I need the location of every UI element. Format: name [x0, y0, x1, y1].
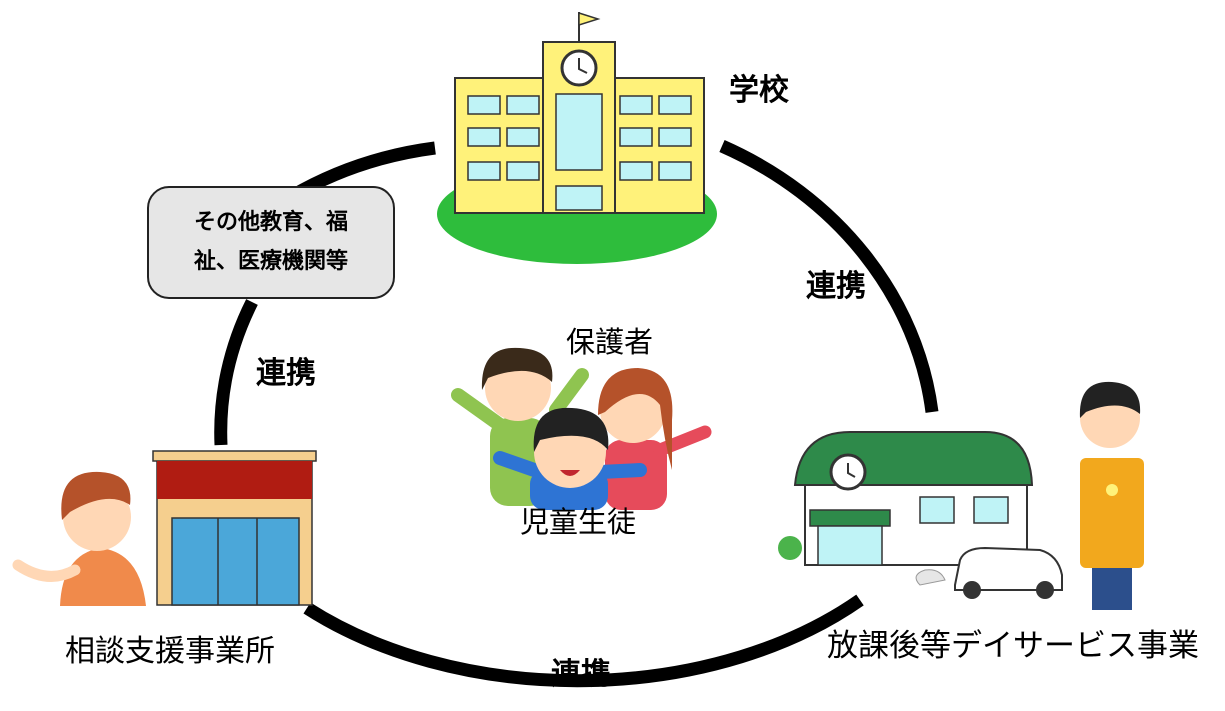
staff-arm — [12, 559, 81, 582]
school-label: 学校 — [729, 73, 789, 108]
father-arm-right — [549, 368, 589, 417]
staff-body — [60, 548, 146, 606]
afterschool-service-label: 放課後等デイサービス事業 — [827, 628, 1199, 664]
renkei-label-other-consultation: 連携 — [256, 356, 316, 391]
renkei-label-school-afterschool: 連携 — [806, 269, 866, 304]
father-hair — [481, 347, 553, 390]
store-roof-sign — [157, 461, 312, 499]
child-arms — [493, 451, 647, 479]
clock-hands — [578, 58, 588, 74]
daycare-door — [817, 525, 883, 566]
staff-apron — [1080, 458, 1144, 568]
flower-icon — [1106, 484, 1118, 496]
other-institutions-box: その他教育、福 祉、医療機関等 — [147, 186, 395, 299]
bush — [778, 536, 802, 560]
mother-hair — [598, 368, 673, 470]
staff-hair — [61, 471, 131, 520]
students-label: 児童生徒 — [520, 505, 637, 539]
car-exhaust — [915, 569, 946, 586]
other-institutions-line2: 祉、医療機関等 — [193, 248, 348, 274]
consultation-office-label: 相談支援事業所 — [65, 634, 275, 669]
other-institutions-line1: その他教育、福 — [193, 210, 348, 235]
daycare-awning — [809, 509, 891, 527]
parents-label: 保護者 — [566, 325, 654, 359]
afterschool-staff-illustration — [1079, 381, 1144, 610]
consultation-staff-illustration — [12, 471, 146, 606]
consultation-office-illustration — [152, 450, 317, 606]
child-hair — [533, 407, 609, 452]
renkei-label-consultation-afterschool: 連携 — [551, 657, 611, 692]
car — [954, 546, 1063, 591]
child-mouth — [560, 470, 580, 476]
staff-hair — [1079, 381, 1141, 418]
store-window — [171, 517, 300, 606]
ring-segment-top-right — [719, 140, 939, 413]
school-windows — [467, 93, 692, 211]
store-roof-edge — [152, 450, 317, 462]
ring-segment-bottom — [303, 594, 864, 688]
ring-segment-left — [214, 299, 258, 446]
family-illustration — [451, 347, 712, 510]
afterschool-illustration — [778, 431, 1063, 599]
school-flag — [578, 11, 601, 27]
school-illustration — [437, 11, 717, 264]
staff-legs — [1092, 560, 1132, 610]
